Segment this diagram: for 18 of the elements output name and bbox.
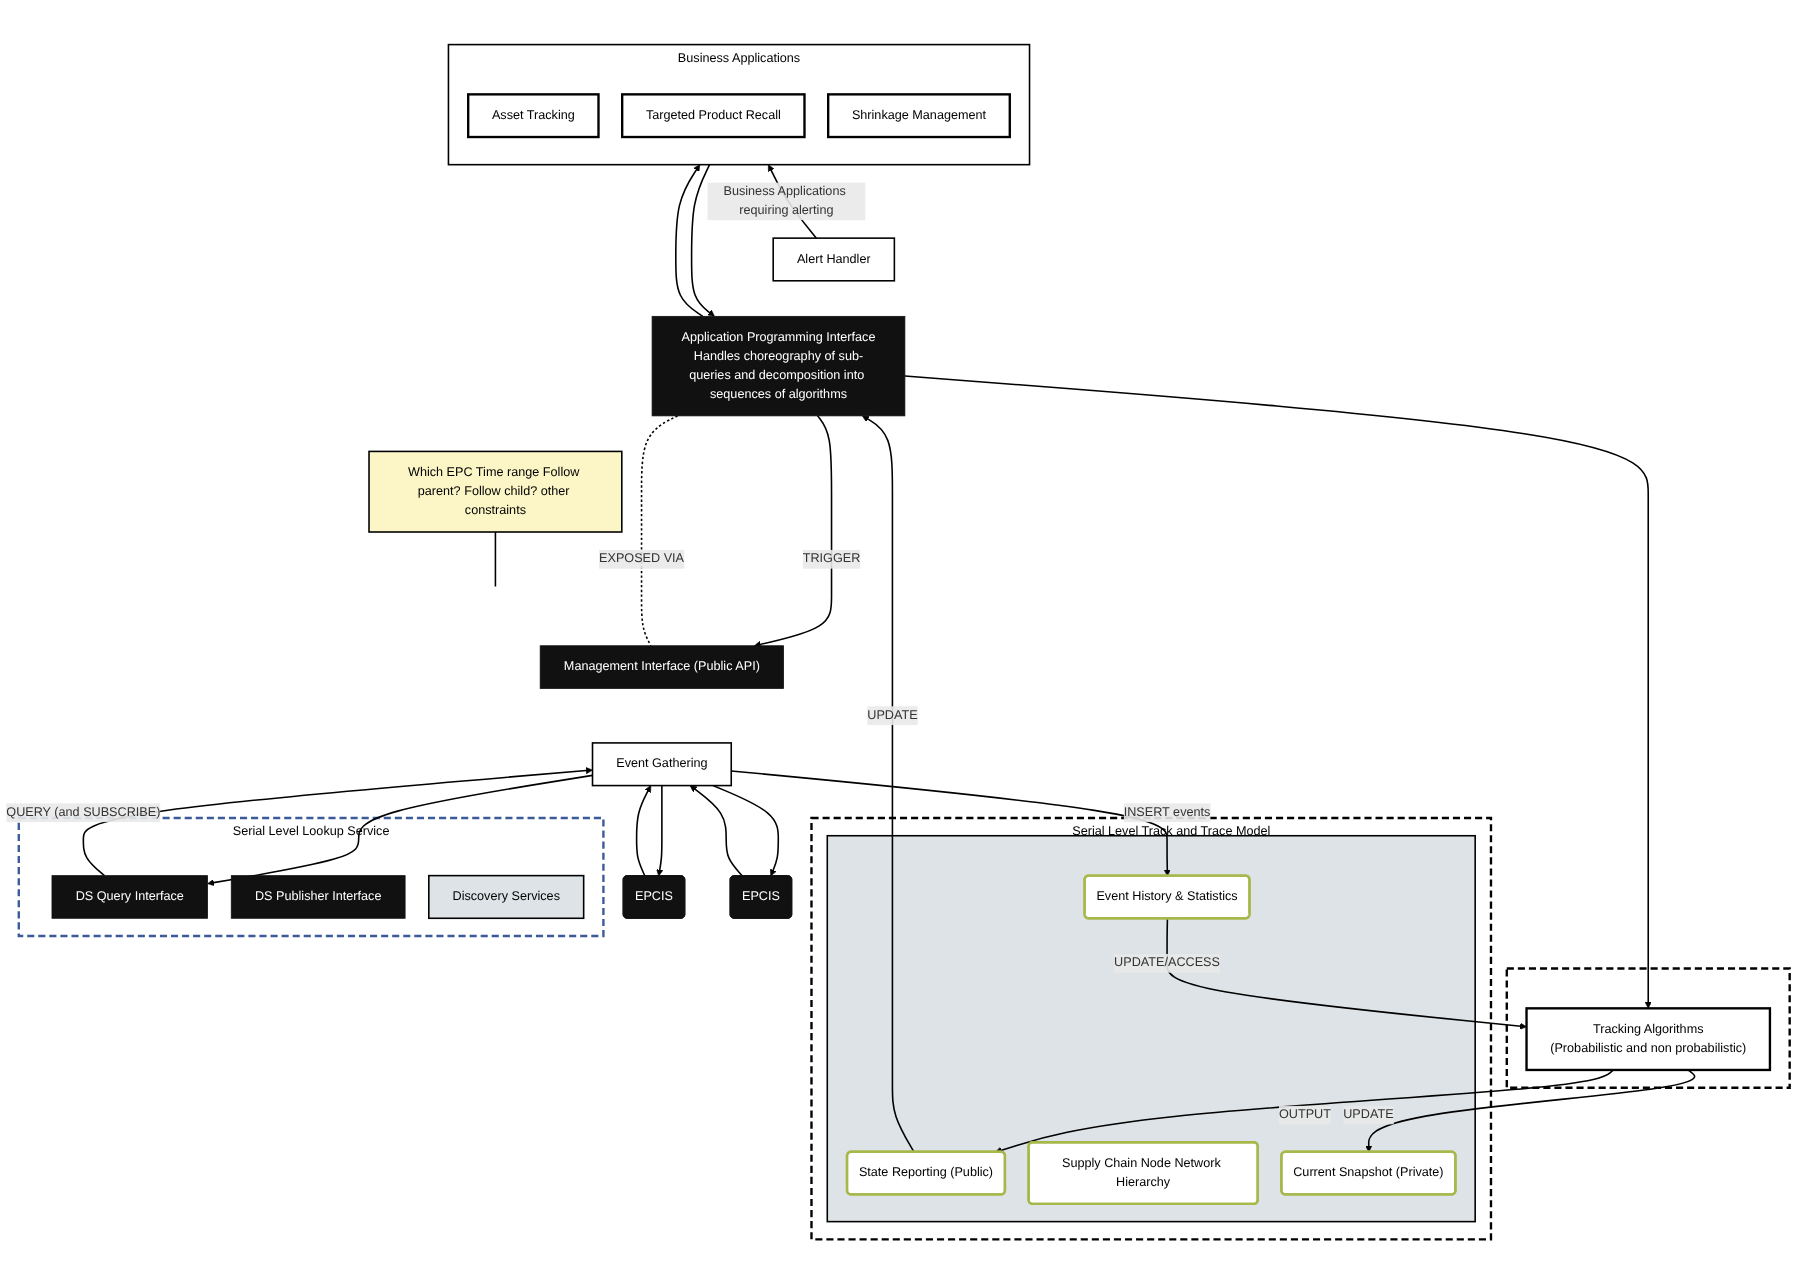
arrow — [754, 415, 833, 648]
arrow — [690, 163, 715, 317]
arrow — [675, 164, 704, 318]
arrow — [689, 785, 744, 877]
arrow — [904, 375, 1652, 1009]
arrow — [712, 784, 780, 877]
arrow — [730, 770, 1171, 877]
connector — [494, 531, 497, 588]
arrow — [862, 415, 915, 1153]
cluster — [1505, 967, 1791, 1089]
arrow — [82, 767, 593, 877]
arrow — [635, 785, 652, 877]
arrow — [995, 1069, 1615, 1154]
arrow — [656, 784, 664, 877]
arrow — [1166, 917, 1527, 1030]
arrow — [207, 774, 594, 887]
connector — [640, 415, 679, 647]
arrow — [1365, 1069, 1696, 1153]
